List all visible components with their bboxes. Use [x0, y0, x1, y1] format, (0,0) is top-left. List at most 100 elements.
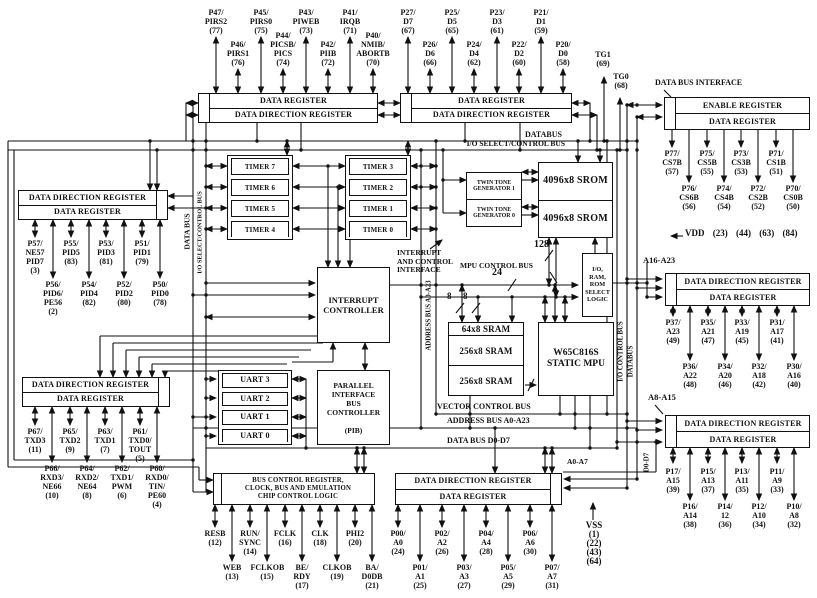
tg1-pin-label: TG1 (69) — [595, 50, 611, 68]
srom-row: 4096x8 SROM — [543, 212, 608, 224]
vdd-pin-label: VDD (23) (44) (63) (84) — [685, 228, 798, 238]
pin-port6-2: P65/ TXD2 (9) — [59, 427, 81, 454]
databus-vertical-label: DATABUS — [627, 345, 635, 378]
data-bus-d0d7-label: DATA BUS D0-D7 — [447, 436, 510, 445]
pin-port6-1: P66/ RXD3/ NE66 (10) — [40, 464, 64, 500]
pin-port0-0: P00/ A0 (24) — [390, 529, 406, 556]
d0-d7-vertical-label: D0-D7 — [642, 452, 651, 473]
timers-3-0-block: TIMER 3 TIMER 2 TIMER 1 TIMER 0 — [345, 155, 411, 240]
uart-row: UART 3 — [222, 373, 288, 388]
pin-port6-5: P62/ TXD1/ PWM (6) — [110, 464, 134, 500]
port1-register-block: DATA DIRECTION REGISTER DATA REGISTER — [665, 415, 810, 448]
port2-register-block: DATA REGISTER DATA DIRECTION REGISTER — [400, 93, 572, 123]
pin-port0-6: P06/ A6 (30) — [522, 529, 538, 556]
timer-row: TIMER 3 — [349, 158, 407, 175]
pin-port5-3: P54/ PID4 (82) — [80, 280, 98, 307]
pin-ctrl-9: BA/ D0DB (21) — [361, 563, 383, 590]
pin-port7-6: P71/ CS1B (51) — [766, 149, 786, 176]
pin-port5-2: P55/ PID5 (83) — [62, 239, 80, 266]
uart-row: UART 1 — [222, 410, 288, 425]
pin-ctrl-1: WEB (13) — [222, 563, 242, 581]
pin-port0-1: P01/ A1 (25) — [412, 563, 428, 590]
register-row: DATA REGISTER — [412, 94, 571, 109]
pin-port7-5: P72/ CS2B (52) — [748, 184, 768, 211]
pin-port6-7: P60/ RXD0/ TIN/ PE60 (4) — [145, 464, 169, 509]
register-row: DATA REGISTER — [709, 292, 777, 302]
pin-port0-7: P07/ A7 (31) — [544, 563, 560, 590]
pin-port1-7: P10/ A8 (32) — [786, 502, 802, 529]
timer-row: TIMER 5 — [231, 200, 289, 217]
pin-port2-1: P26/ D6 (66) — [422, 40, 438, 67]
port0-register-block: DATA DIRECTION REGISTER DATA REGISTER — [395, 473, 562, 505]
pin-port7-1: P76/ CS6B (56) — [679, 184, 699, 211]
pin-port4-3: P44/ PICSB/ PICS (74) — [270, 31, 296, 67]
register-row: DATA DIRECTION REGISTER — [23, 378, 158, 393]
timer-row: TIMER 1 — [349, 200, 407, 217]
a16-a23-label: A16-A23 — [643, 255, 676, 265]
timer-row: TIMER 2 — [349, 179, 407, 196]
pin-port2-4: P23/ D3 (61) — [489, 8, 505, 35]
interrupt-interface-label: INTERRUPT AND CONTROL INTERFACE — [397, 248, 454, 274]
a0-a7-label: A0-A7 — [567, 457, 588, 466]
pin-port1-2: P15/ A13 (37) — [700, 467, 716, 494]
register-row: DATA DIRECTION REGISTER — [677, 274, 809, 290]
sram-row: 256x8 SRAM — [459, 375, 513, 386]
pin-port5-6: P51/ PID1 (79) — [133, 239, 151, 266]
timer-row: TIMER 7 — [231, 158, 289, 175]
pin-port3-7: P30/ A16 (40) — [786, 362, 802, 389]
port6-register-block: DATA DIRECTION REGISTER DATA REGISTER — [22, 377, 170, 407]
bus-width-8b: 8 — [463, 291, 468, 301]
bus-strip — [666, 274, 677, 305]
data-bus-vertical-label: DATA BUS — [182, 213, 192, 250]
tone-generator-row: TWIN TONE GENERATOR 1 — [467, 173, 521, 200]
pin-port2-5: P22/ D2 (60) — [511, 40, 527, 67]
pin-port1-6: P11/ A9 (33) — [769, 467, 785, 494]
select-logic-block: I/O, RAM, ROM SELECT LOGIC — [582, 253, 613, 317]
chip-select-register-block: ENABLE REGISTER DATA REGISTER — [664, 97, 810, 130]
data-bus-interface-label: DATA BUS INTERFACE — [655, 78, 743, 87]
pin-ctrl-7: CLKOB (19) — [322, 563, 352, 581]
timer-row: TIMER 6 — [231, 179, 289, 196]
pin-ctrl-5: BE/ RDY (17) — [293, 563, 311, 590]
register-row: DATA REGISTER — [709, 434, 777, 444]
bus-strip — [401, 94, 412, 122]
pin-port7-0: P77/ CS7B (57) — [662, 149, 682, 176]
pin-port6-0: P67/ TXD3 (11) — [24, 427, 46, 454]
tone-generators-block: TWIN TONE GENERATOR 1 TWIN TONE GENERATO… — [466, 172, 522, 227]
sram-block: 64x8 SRAM 256x8 SRAM 256x8 SRAM — [448, 322, 524, 396]
pin-ctrl-0: RESB (12) — [204, 529, 226, 547]
pin-port3-3: P34/ A20 (46) — [717, 362, 733, 389]
pin-port2-0: P27/ D7 (67) — [400, 8, 416, 35]
pin-port7-2: P75/ CS5B (55) — [697, 149, 717, 176]
pin-port0-3: P03/ A3 (27) — [456, 563, 472, 590]
port4-register-block: DATA REGISTER DATA DIRECTION REGISTER — [198, 93, 378, 123]
databus-label: DATABUS — [524, 130, 562, 139]
pin-port3-6: P31/ A17 (41) — [769, 318, 785, 345]
register-row: DATA DIRECTION REGISTER — [677, 416, 809, 432]
pin-port3-1: P36/ A22 (48) — [682, 362, 698, 389]
address-bus-label: ADDRESS BUS A0-A23 — [447, 416, 530, 425]
tg0-pin-label: TG0 (68) — [613, 72, 629, 90]
srom-block: 4096x8 SROM 4096x8 SROM — [538, 162, 613, 238]
pin-port7-7: P70/ CS0B (50) — [783, 184, 803, 211]
register-row: DATA REGISTER — [54, 207, 121, 217]
pin-port0-4: P04/ A4 (28) — [478, 529, 494, 556]
pin-port1-0: P17/ A15 (39) — [665, 467, 681, 494]
pin-ctrl-6: CLK (18) — [311, 529, 329, 547]
pin-port3-5: P32/ A18 (42) — [751, 362, 767, 389]
pin-port1-1: P16/ A14 (38) — [682, 502, 698, 529]
port3-register-block: DATA DIRECTION REGISTER DATA REGISTER — [665, 273, 810, 306]
pin-port5-0: P57/ NE57 PID7 (3) — [25, 239, 45, 275]
pin-port1-4: P13/ A11 (35) — [734, 467, 750, 494]
pin-port5-7: P50/ PID0 (78) — [151, 280, 169, 307]
pin-port6-3: P64/ RXD2/ NE64 (8) — [75, 464, 99, 500]
register-row: DATA DIRECTION REGISTER — [432, 110, 551, 120]
port5-register-block: DATA DIRECTION REGISTER DATA REGISTER — [18, 190, 168, 220]
timer-row: TIMER 4 — [231, 221, 289, 237]
uart-row: UART 2 — [222, 391, 288, 406]
bus-width-8a: 8 — [447, 291, 452, 301]
pin-ctrl-8: PHI2 (20) — [345, 529, 365, 547]
mpu-block: W65C816S STATIC MPU — [538, 322, 614, 396]
bus-control-logic-block: BUS CONTROL REGISTER, CLOCK, BUS AND EMU… — [213, 473, 375, 505]
